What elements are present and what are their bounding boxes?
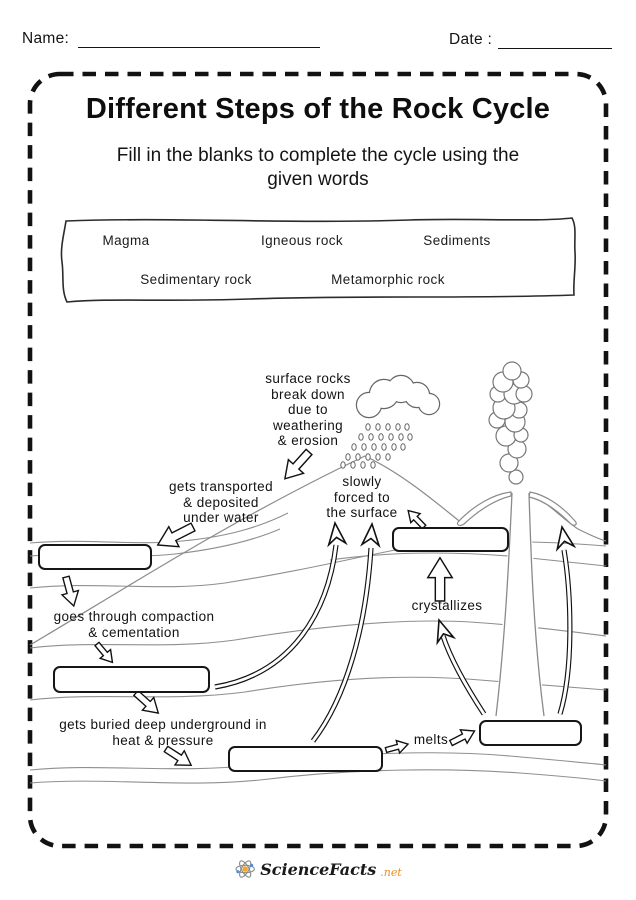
smoke-plume-icon xyxy=(488,361,533,485)
raindrops-icon xyxy=(340,423,413,469)
label-crystallizes: crystallizes xyxy=(411,598,483,613)
date-input-line[interactable] xyxy=(498,47,612,49)
word-bank-igneous-rock: Igneous rock xyxy=(260,233,344,248)
name-label: Name: xyxy=(22,30,70,47)
word-bank-metamorphic-rock: Metamorphic rock xyxy=(331,272,445,287)
sciencefacts-logo: ScienceFacts .net xyxy=(234,858,402,880)
label-transported-deposited: gets transported & deposited under water xyxy=(169,479,273,525)
page-title: Different Steps of the Rock Cycle xyxy=(85,93,551,125)
label-weathering-erosion: surface rocks break down due to weatheri… xyxy=(265,371,351,448)
answer-blank-4[interactable] xyxy=(479,720,582,746)
answer-blank-3[interactable] xyxy=(228,746,383,772)
answer-blank-5[interactable] xyxy=(392,527,509,552)
word-bank-sedimentary-rock: Sedimentary rock xyxy=(140,272,252,287)
date-label: Date : xyxy=(449,31,493,48)
arrow-to-sedimentary-icon xyxy=(94,641,114,664)
atom-icon xyxy=(235,860,255,878)
arrow-weathering-icon xyxy=(284,448,313,480)
label-buried-heat-pressure: gets buried deep underground in heat & p… xyxy=(59,717,267,748)
arrow-crystallizes-icon xyxy=(426,556,454,602)
brand-tld: .net xyxy=(380,865,402,879)
arrowhead-up xyxy=(436,617,457,646)
arrowhead-up xyxy=(360,521,381,549)
arrow-magma-to-surface xyxy=(555,524,577,715)
arrow-magma-to-crystallizes xyxy=(436,617,487,716)
label-compaction-cementation: goes through compaction & cementation xyxy=(53,609,215,640)
arrow-to-melts-icon xyxy=(384,739,410,755)
arrow-sedimentary-to-surface xyxy=(214,520,348,690)
answer-blank-1[interactable] xyxy=(38,544,152,570)
arrow-metamorphic-to-surface xyxy=(310,521,381,743)
name-input-line[interactable] xyxy=(78,46,320,48)
word-bank-sediments: Sediments xyxy=(423,233,491,248)
word-bank-banner xyxy=(60,217,577,303)
arrowhead-up xyxy=(555,524,577,552)
arrow-to-compaction-icon xyxy=(60,575,80,608)
brand-name: ScienceFacts xyxy=(260,859,377,879)
label-slowly-forced: slowly forced to the surface xyxy=(326,474,398,520)
rain-cloud-icon xyxy=(355,374,441,419)
arrow-to-magma-icon xyxy=(448,729,476,747)
instructions: Fill in the blanks to complete the cycle… xyxy=(116,145,520,190)
label-melts: melts xyxy=(413,732,449,747)
arrowhead-up xyxy=(327,520,348,548)
answer-blank-2[interactable] xyxy=(53,666,210,693)
word-bank-magma: Magma xyxy=(102,233,150,248)
